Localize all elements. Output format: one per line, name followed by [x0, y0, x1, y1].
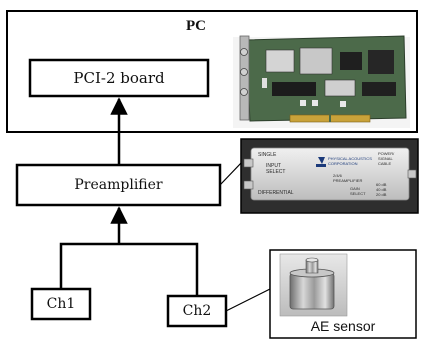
pc-title: PC: [186, 18, 206, 34]
ae-sensor-photo: [279, 253, 348, 317]
preamp-text-gain-40: 40 dB: [376, 187, 387, 192]
ch1-label: Ch1: [46, 296, 76, 312]
ae-sensor-label: AE sensor: [310, 318, 376, 334]
preamp-callout: [219, 148, 243, 186]
preamp-text-differential: DIFFERENTIAL: [258, 190, 294, 196]
ch1-box: [30, 287, 92, 321]
ch2-box: [166, 294, 228, 328]
preamp-text-gain-60: 60 dB: [376, 182, 387, 187]
preamplifier-photo: [243, 147, 417, 201]
ch2-label: Ch2: [182, 303, 212, 319]
preamp-text-input-select: INPUT SELECT: [266, 163, 286, 175]
preamp-text-single: SINGLE: [258, 152, 277, 158]
preamplifier-label: Preamplifier: [74, 177, 163, 193]
preamp-text-gain-select: GAIN SELECT: [350, 186, 366, 196]
pci-board-box: [28, 58, 210, 98]
preamp-text-model: 2/4/6 PREAMPLIFIER: [333, 173, 363, 183]
sensor-callout: [225, 270, 271, 312]
pci-board-photo: [233, 35, 410, 128]
preamp-text-gain-20: 20 dB: [376, 192, 387, 197]
pci-board-label: PCI-2 board: [73, 69, 165, 87]
preamp-text-brand: PHYSICAL ACOUSTICS CORPORATION: [328, 156, 372, 166]
channel-connectors: [59, 206, 199, 296]
preamp-text-power-signal: POWER/ SIGNAL CABLE: [378, 151, 395, 166]
